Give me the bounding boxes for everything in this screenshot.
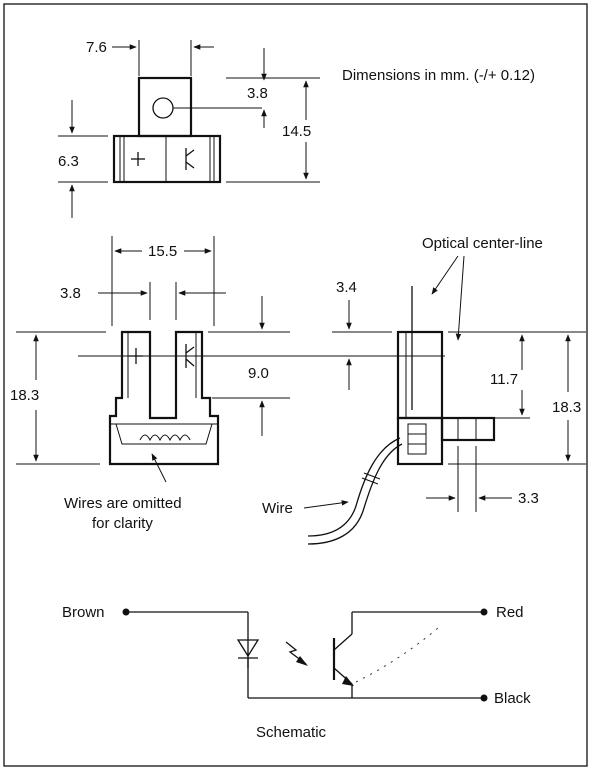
side-view-tab xyxy=(440,416,496,442)
footnote-line-2: for clarity xyxy=(92,515,153,532)
side-view-lower-block xyxy=(396,416,444,466)
base-height-label: 6.3 xyxy=(58,153,79,170)
side-view: Optical center-line Wire 3.4 xyxy=(262,235,586,545)
wire-coil xyxy=(139,434,191,442)
side-height-label: 18.3 xyxy=(552,399,581,416)
phototransistor-icon xyxy=(332,611,484,698)
transistor-mark-icon xyxy=(185,148,195,170)
front-height-label: 18.3 xyxy=(10,387,39,404)
light-emission-icon xyxy=(285,641,308,666)
top-view: 7.6 3.8 14.5 6.3 xyxy=(58,39,320,218)
hole-offset-label: 3.8 xyxy=(247,85,268,102)
optical-centerline-label: Optical center-line xyxy=(422,235,543,252)
center-height-label: 9.0 xyxy=(248,365,269,382)
front-width-label: 15.5 xyxy=(148,243,177,260)
red-terminal-label: Red xyxy=(496,604,524,621)
slot-width-label: 3.8 xyxy=(60,285,81,302)
emitter-mark-icon xyxy=(131,152,145,166)
top-view-base xyxy=(112,134,222,184)
top-height-label: 14.5 xyxy=(282,123,311,140)
brown-terminal-label: Brown xyxy=(62,604,105,621)
side-center-height-label: 11.7 xyxy=(490,371,518,388)
side-view-body xyxy=(396,330,444,420)
page-border xyxy=(3,3,588,767)
top-view-upper-body xyxy=(137,76,193,138)
black-terminal-label: Black xyxy=(494,690,531,707)
mounting-hole xyxy=(152,97,174,119)
top-width-label: 7.6 xyxy=(86,39,107,56)
side-view-cable xyxy=(307,437,401,537)
black-terminal-dot xyxy=(480,694,488,702)
front-view-outline xyxy=(108,330,220,466)
front-view: 15.5 3.8 18.3 9.0 Wires are omitted for … xyxy=(10,236,445,532)
dimensions-note: Dimensions in mm. (-/+ 0.12) xyxy=(342,67,535,84)
schematic-caption: Schematic xyxy=(256,724,327,741)
wire-label: Wire xyxy=(262,500,293,517)
tab-width-label: 3.3 xyxy=(518,490,539,507)
footnote-line-1: Wires are omitted xyxy=(64,495,182,512)
side-top-offset-label: 3.4 xyxy=(336,279,357,296)
red-terminal-dot xyxy=(480,608,488,616)
schematic: Brown Red Black Schematic xyxy=(62,604,531,741)
